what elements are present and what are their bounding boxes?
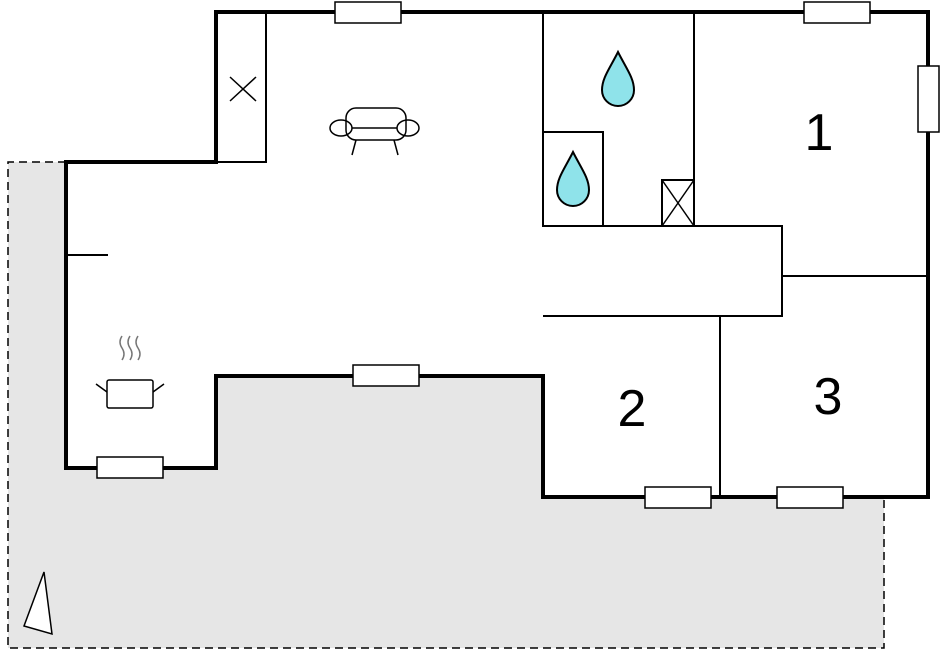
water-drop-icon	[600, 49, 636, 107]
window-kitchen-south	[96, 456, 164, 479]
shaft-cross-icon	[661, 179, 695, 227]
cooking-pot-icon	[95, 335, 165, 409]
room-label-3: 3	[814, 368, 843, 426]
window-top-right	[803, 1, 871, 24]
window-room-3	[776, 486, 844, 509]
chimney-shaft	[215, 11, 267, 163]
window-right	[917, 65, 940, 133]
window-living-south	[352, 364, 420, 387]
sofa-icon	[329, 107, 420, 156]
hall-partition	[543, 225, 783, 317]
outer-wall	[64, 10, 930, 499]
window-top-left	[334, 1, 402, 24]
window-room-2	[644, 486, 712, 509]
room-label-2: 2	[618, 380, 647, 438]
terrace-area	[8, 162, 884, 648]
vent-cross-icon	[229, 76, 257, 102]
water-drop-icon	[555, 149, 591, 207]
north-arrow-icon	[23, 571, 53, 636]
terrace-boundary	[7, 161, 885, 649]
room-label-1: 1	[805, 104, 834, 162]
